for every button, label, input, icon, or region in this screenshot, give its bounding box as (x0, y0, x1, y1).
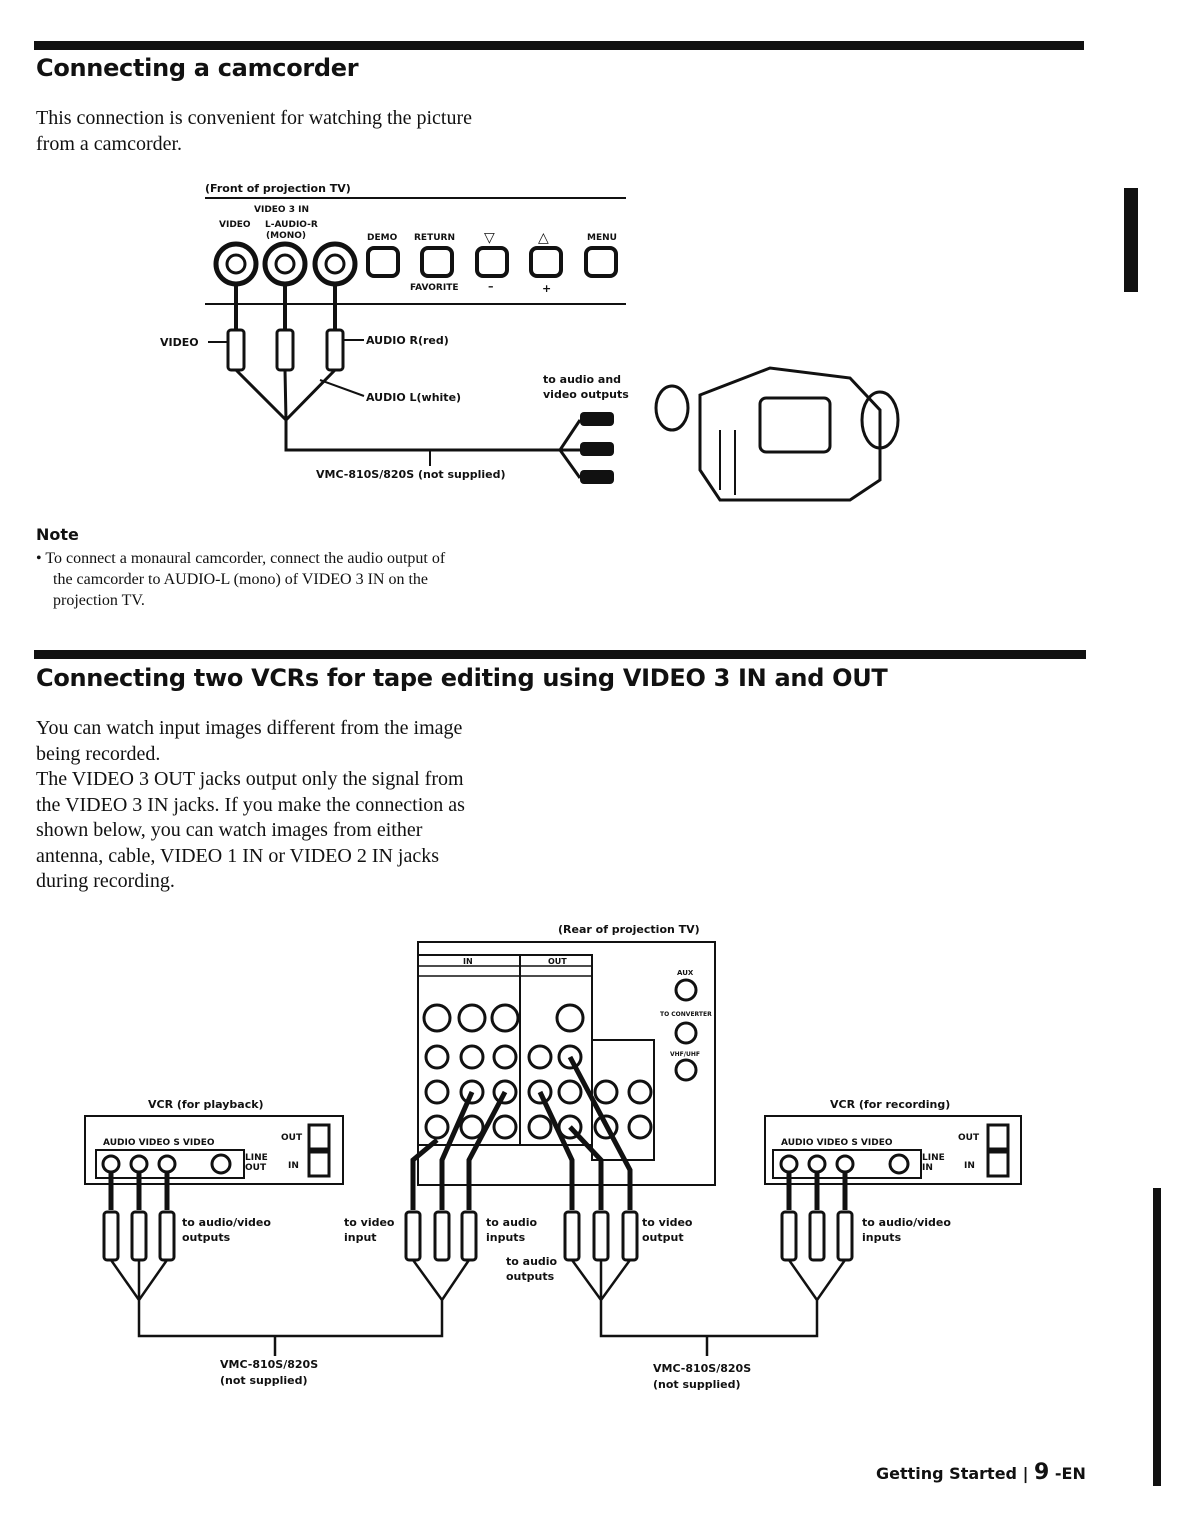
video3in-label: VIDEO 3 IN (254, 205, 309, 215)
front-jacks (213, 241, 358, 287)
side-tab-mark (1124, 188, 1138, 292)
svg-text:to video: to video (344, 1216, 395, 1229)
svg-text:IN: IN (922, 1163, 933, 1173)
rca-plugs (226, 328, 345, 372)
plug-video-label: VIDEO (160, 336, 199, 349)
svg-text:to video: to video (642, 1216, 693, 1229)
section-heading-vcrs: Connecting two VCRs for tape editing usi… (36, 664, 888, 692)
section-rule-middle (34, 650, 1086, 659)
camcorder-plugs (580, 412, 614, 484)
vcr-playback-jacks: AUDIO VIDEO S VIDEO (103, 1138, 215, 1148)
svg-text:to audio: to audio (486, 1216, 538, 1229)
rear-out-label: OUT (548, 957, 567, 966)
svg-text:LINE: LINE (245, 1153, 268, 1163)
note-title: Note (36, 525, 79, 544)
svg-text:outputs: outputs (182, 1231, 231, 1244)
down-label: ▽ (484, 230, 495, 246)
intro-paragraph-vcrs: You can watch input images different fro… (36, 717, 465, 892)
vcr-cables (108, 1055, 848, 1210)
jack-video-label: VIDEO (219, 220, 251, 230)
vcr-plugs (102, 1210, 854, 1262)
to-outputs-line2: video outputs (543, 388, 629, 401)
svg-text:OUT: OUT (958, 1133, 980, 1143)
plug-audio-l-label: AUDIO L(white) (366, 391, 461, 404)
svg-text:inputs: inputs (862, 1231, 902, 1244)
section-heading-camcorder: Connecting a camcorder (36, 54, 359, 82)
svg-text:output: output (642, 1231, 684, 1244)
svg-text:to audio: to audio (506, 1255, 558, 1268)
favorite-label: FAVORITE (410, 283, 459, 293)
vcr-recording-label: VCR (for recording) (830, 1098, 950, 1111)
page-footer: Getting Started | 9 -EN (876, 1460, 1086, 1485)
vcr-connection-diagram: (Rear of projection TV) IN OUT AUX TO CO… (84, 923, 1022, 1391)
intro-paragraph-camcorder: This connection is convenient for watchi… (36, 107, 472, 155)
camcorder-icon (654, 366, 900, 502)
jack-audio-label: L-AUDIO-R (265, 220, 318, 230)
vcr-recording-jacks: AUDIO VIDEO S VIDEO (781, 1138, 893, 1148)
svg-text:(not supplied): (not supplied) (653, 1378, 741, 1391)
jack-mono-label: (MONO) (266, 231, 306, 241)
front-panel-caption: (Front of projection TV) (205, 182, 351, 195)
footer-page-suffix: -EN (1054, 1464, 1086, 1483)
camcorder-connection-diagram: (Front of projection TV) VIDEO 3 IN VIDE… (36, 182, 900, 544)
up-label: △ (538, 230, 549, 246)
svg-text:(not supplied): (not supplied) (220, 1374, 308, 1387)
aux-label: AUX (677, 969, 694, 977)
vcr-playback-box (84, 1115, 344, 1185)
rear-in-label: IN (463, 957, 473, 966)
plus-label: + (542, 282, 551, 295)
footer-page-number: 9 (1034, 1460, 1050, 1485)
camcorder-cable (234, 284, 582, 479)
svg-text:IN: IN (288, 1161, 299, 1171)
svg-text:outputs: outputs (506, 1270, 555, 1283)
note-body: • To connect a monaural camcorder, conne… (36, 550, 446, 609)
svg-text:VMC-810S/820S: VMC-810S/820S (220, 1358, 318, 1371)
svg-text:OUT: OUT (245, 1163, 267, 1173)
vcr-recording-box (764, 1115, 1022, 1185)
svg-text:LINE: LINE (922, 1153, 945, 1163)
vhf-uhf-label: VHF/UHF (670, 1051, 700, 1058)
vcr-playback-label: VCR (for playback) (148, 1098, 264, 1111)
demo-label: DEMO (367, 233, 398, 243)
section-rule-top (34, 41, 1084, 50)
svg-text:to audio/video: to audio/video (862, 1216, 951, 1229)
front-buttons (366, 246, 618, 278)
svg-text:OUT: OUT (281, 1133, 303, 1143)
svg-text:to audio/video: to audio/video (182, 1216, 271, 1229)
svg-text:input: input (344, 1231, 377, 1244)
svg-text:inputs: inputs (486, 1231, 526, 1244)
plug-audio-r-label: AUDIO R(red) (366, 334, 449, 347)
side-edge-bar (1153, 1188, 1161, 1486)
svg-text:IN: IN (964, 1161, 975, 1171)
to-converter-label: TO CONVERTER (660, 1011, 712, 1018)
minus-label: – (488, 280, 494, 293)
svg-text:VMC-810S/820S: VMC-810S/820S (653, 1362, 751, 1375)
menu-label: MENU (587, 233, 617, 243)
to-outputs-line1: to audio and (543, 373, 621, 386)
return-label: RETURN (414, 233, 455, 243)
cable-label-camcorder: VMC-810S/820S (not supplied) (316, 468, 506, 481)
rear-panel-caption: (Rear of projection TV) (558, 923, 700, 936)
footer-section: Getting Started (876, 1464, 1017, 1483)
